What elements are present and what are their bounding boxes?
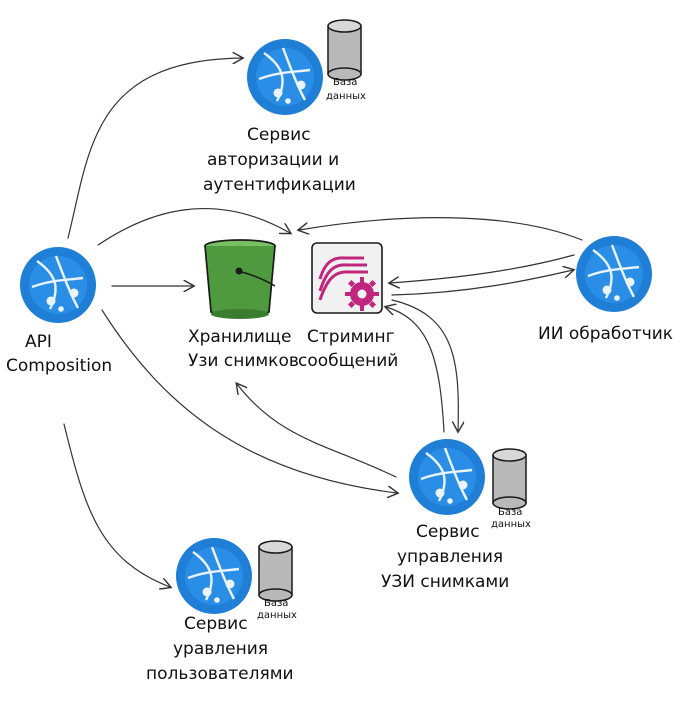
edges [63, 58, 583, 587]
auth-db-label-line-1: База [333, 77, 357, 88]
uzi-label-line-3: УЗИ снимками [381, 572, 509, 592]
streaming-label-line-2: сообщений [298, 351, 398, 371]
uzi-db-label-line-1: База [498, 507, 522, 518]
edge-ai-to-auth-top [299, 217, 583, 241]
network-globe-icon [20, 247, 96, 323]
database-icon [327, 19, 362, 81]
users-label-line-1: Сервис [184, 614, 248, 634]
edge-uzi-to-storage [237, 384, 397, 478]
network-globe-icon [576, 236, 652, 312]
network-globe-icon [247, 39, 323, 115]
auth-service-node [247, 39, 323, 115]
database-icon [492, 448, 527, 510]
edge-api-to-auth [67, 58, 242, 239]
database-icon [258, 540, 293, 602]
edge-api-to-streaming-top [97, 207, 290, 246]
streaming-node [311, 242, 383, 314]
storage-label-line-2: Узи снимков [188, 351, 299, 371]
users-db-label-line-2: данных [257, 610, 297, 621]
streaming-label-line-1: Стриминг [307, 327, 395, 347]
uzi-label-line-2: управления [397, 547, 503, 567]
network-globe-icon [176, 538, 252, 614]
api-composition-node [20, 247, 96, 323]
users-service-node [176, 538, 252, 614]
edge-ai-to-streaming [390, 254, 575, 283]
auth-label-line-2: авторизации и [207, 150, 339, 170]
auth-label-line-1: Сервис [247, 125, 311, 145]
uzi-db-label-line-2: данных [491, 519, 531, 530]
uzi-label-line-1: Сервис [416, 522, 480, 542]
edge-streaming-to-uzi [391, 299, 458, 431]
users-label-line-2: уравления [173, 639, 268, 659]
edge-uzi-to-streaming [386, 307, 445, 433]
storage-node [204, 239, 276, 319]
auth-label-line-3: аутентификации [203, 175, 356, 195]
edge-api-to-uzi-service [101, 309, 397, 493]
streaming-gear-icon [311, 242, 383, 314]
storage-label-line-1: Хранилище [188, 327, 291, 347]
api-composition-label-line-2: Composition [6, 356, 112, 376]
network-globe-icon [409, 439, 485, 515]
bucket-icon [204, 239, 276, 319]
uzi-database [492, 448, 527, 510]
users-database [258, 540, 293, 602]
auth-db-label-line-2: данных [326, 91, 366, 102]
auth-database [327, 19, 362, 81]
api-composition-label-line-1: API [25, 332, 52, 352]
users-db-label-line-1: База [264, 598, 288, 609]
uzi-service-node [409, 439, 485, 515]
users-label-line-3: пользователями [146, 664, 294, 684]
edge-api-to-users [63, 423, 170, 587]
ai-processor-label: ИИ обработчик [538, 324, 673, 344]
ai-processor-node [576, 236, 652, 312]
edge-streaming-to-ai [391, 270, 573, 296]
